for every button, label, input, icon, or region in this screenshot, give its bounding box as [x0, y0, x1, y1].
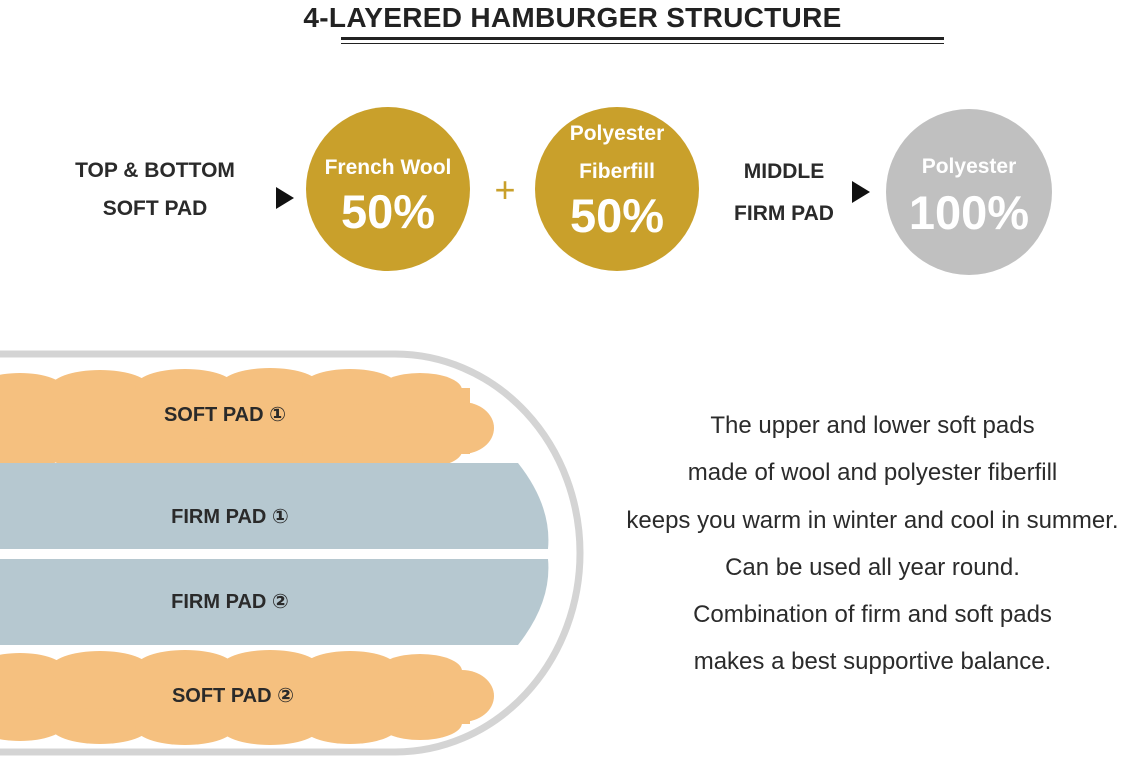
- description-line-3: keeps you warm in winter and cool in sum…: [626, 507, 1119, 534]
- firm-pad-top: [0, 463, 549, 549]
- polyester-fiberfill-percent: 50%: [569, 189, 665, 242]
- french-wool-name: French Wool: [324, 156, 452, 179]
- top-bottom-soft-pad-label: TOP & BOTTOM SOFT PAD: [60, 158, 250, 222]
- top-bottom-label-line2: SOFT PAD: [102, 197, 208, 220]
- layer-label-firm-pad-2: FIRM PAD ②: [171, 591, 289, 613]
- page-title: 4-LAYERED HAMBURGER STRUCTURE: [303, 2, 842, 33]
- polyester-percent: 100%: [908, 186, 1030, 239]
- diagram-outline: [0, 350, 584, 756]
- title-underline-thin: [341, 43, 944, 44]
- layer-label-soft-pad-2: SOFT PAD ②: [171, 685, 295, 707]
- french-wool-percent: 50%: [340, 185, 436, 238]
- polyester-circle: Polyester 100%: [886, 109, 1052, 275]
- middle-firm-pad-label: MIDDLE FIRM PAD: [716, 159, 852, 227]
- layer-diagram: [0, 350, 584, 756]
- firm-pad-bottom: [0, 559, 549, 645]
- description-line-6: makes a best supportive balance.: [693, 648, 1052, 675]
- polyester-name: Polyester: [921, 155, 1017, 178]
- top-bottom-label-line1: TOP & BOTTOM: [75, 159, 235, 182]
- plus-icon: +: [494, 169, 516, 210]
- french-wool-circle: French Wool 50%: [306, 107, 470, 271]
- description-line-4: Can be used all year round.: [725, 554, 1020, 581]
- arrow-right-icon: [852, 181, 870, 203]
- arrow-right-icon: [276, 187, 294, 209]
- soft-pad-bottom: [0, 650, 494, 745]
- description-line-1: The upper and lower soft pads: [710, 412, 1035, 439]
- soft-pad-top: [0, 368, 494, 473]
- polyester-fiberfill-circle: Polyester Fiberfill 50%: [535, 107, 699, 271]
- polyester-fiberfill-name-line2: Fiberfill: [579, 160, 655, 183]
- middle-label-line1: MIDDLE: [743, 160, 825, 183]
- description-line-2: made of wool and polyester fiberfill: [687, 459, 1058, 486]
- description-line-5: Combination of firm and soft pads: [693, 601, 1052, 628]
- middle-label-line2: FIRM PAD: [734, 202, 834, 225]
- polyester-fiberfill-name-line1: Polyester: [569, 122, 665, 145]
- layer-label-soft-pad-1: SOFT PAD ①: [163, 404, 287, 426]
- title-underline: [341, 37, 944, 40]
- layer-label-firm-pad-1: FIRM PAD ①: [171, 506, 289, 528]
